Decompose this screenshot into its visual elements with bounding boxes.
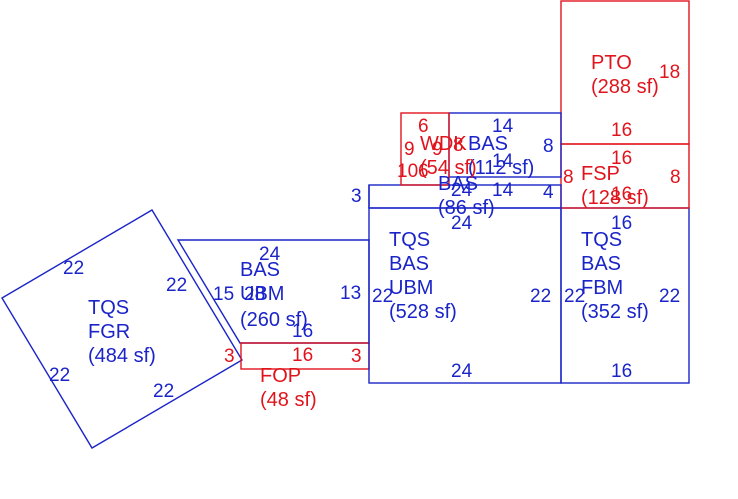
svg-text:BAS: BAS <box>240 259 280 281</box>
dim-label: 22 <box>49 365 70 386</box>
right-area-label: TQS BAS FBM (352 sf) <box>581 229 649 323</box>
svg-text:(484 sf): (484 sf) <box>88 345 156 367</box>
svg-text:BAS: BAS <box>468 133 508 155</box>
dim-label: 6 <box>418 161 429 182</box>
svg-text:(86 sf): (86 sf) <box>438 197 495 219</box>
fop-area-label: FOP (48 sf) <box>260 365 317 411</box>
dim-label: 18 <box>659 62 680 83</box>
bas-top-dimensions: 14 8 14 <box>492 116 554 172</box>
svg-text:BAS: BAS <box>581 253 621 275</box>
center-area-label: TQS BAS UBM (528 sf) <box>389 229 457 323</box>
bas-mid-area-label: BAS (86 sf) <box>438 173 495 219</box>
dim-label: 16 <box>611 148 632 169</box>
dim-label: 8 <box>543 136 554 157</box>
center-dimensions: 22 22 24 24 <box>372 213 551 382</box>
garage-area-label: TQS FGR (484 sf) <box>88 297 156 367</box>
garage-outline <box>1 209 243 449</box>
dim-label: 3 <box>351 186 362 207</box>
dim-label: 9 <box>432 139 443 160</box>
dim-label: 15 <box>213 284 234 305</box>
dim-label: 22 <box>659 286 680 307</box>
svg-text:PTO: PTO <box>591 52 632 74</box>
bas-top-area-label: BAS (112 sf) <box>468 133 534 179</box>
svg-text:(260 sf): (260 sf) <box>240 309 308 331</box>
left-wing-area-label: BAS UBM (260 sf) <box>240 259 308 331</box>
dim-label: 14 <box>492 116 514 137</box>
left-wing-dimensions: 24 15 28 16 13 <box>213 244 361 342</box>
svg-text:BAS: BAS <box>438 173 478 195</box>
bas-mid-dimensions: 14 4 3 24 <box>351 180 554 207</box>
dim-label: 3 <box>351 346 362 367</box>
dim-label: 16 <box>611 184 632 205</box>
dim-label: 22 <box>372 286 393 307</box>
dim-label: 16 <box>611 120 632 141</box>
dim-label: 8 <box>563 167 574 188</box>
dim-label: 8 <box>453 135 464 156</box>
fsp-area-label: FSP (128 sf) <box>581 163 649 209</box>
wdk-dimensions: 6 9 9 8 10 6 <box>397 116 464 182</box>
dim-label: 13 <box>340 283 361 304</box>
dim-label: 24 <box>259 244 281 265</box>
fsp-dimensions: 16 8 8 16 <box>563 148 681 205</box>
dim-label: 22 <box>564 286 585 307</box>
dim-label: 24 <box>451 361 473 382</box>
dim-label: 3 <box>224 346 235 367</box>
dim-label: 14 <box>492 151 514 172</box>
svg-text:FGR: FGR <box>88 321 130 343</box>
dim-label: 8 <box>670 167 681 188</box>
dim-label: 10 <box>397 161 418 182</box>
svg-text:TQS: TQS <box>581 229 622 251</box>
dim-label: 24 <box>451 213 473 234</box>
dim-label: 28 <box>244 284 265 305</box>
svg-text:(54 sf): (54 sf) <box>420 157 477 179</box>
dim-label: 22 <box>166 275 187 296</box>
svg-text:FSP: FSP <box>581 163 620 185</box>
dim-label: 4 <box>543 182 554 203</box>
dim-label: 22 <box>530 286 551 307</box>
dim-label: 16 <box>292 345 313 366</box>
svg-text:(112 sf): (112 sf) <box>468 157 534 179</box>
dim-label: 22 <box>63 258 84 279</box>
dim-label: 24 <box>451 180 473 201</box>
svg-text:WDK: WDK <box>420 133 467 155</box>
dim-label: 14 <box>492 180 514 201</box>
dim-label: 6 <box>418 116 429 137</box>
svg-text:BAS: BAS <box>389 253 429 275</box>
pto-dimensions: 18 16 <box>611 62 680 141</box>
garage-dimensions: 22 22 22 22 <box>49 258 187 402</box>
dim-label: 16 <box>292 321 313 342</box>
svg-text:UBM: UBM <box>389 277 433 299</box>
svg-text:(352 sf): (352 sf) <box>581 301 649 323</box>
wdk-outline <box>400 112 450 186</box>
svg-text:(48 sf): (48 sf) <box>260 389 317 411</box>
svg-text:FBM: FBM <box>581 277 623 299</box>
pto-area-label: PTO (288 sf) <box>591 52 659 98</box>
svg-text:TQS: TQS <box>389 229 430 251</box>
dim-label: 22 <box>153 381 174 402</box>
dim-label: 16 <box>611 213 632 234</box>
svg-text:TQS: TQS <box>88 297 129 319</box>
svg-text:UBM: UBM <box>240 283 284 305</box>
svg-text:(288 sf): (288 sf) <box>591 76 659 98</box>
fop-dimensions: 3 16 3 <box>224 345 362 367</box>
svg-text:FOP: FOP <box>260 365 301 387</box>
right-dimensions: 22 22 16 16 <box>564 213 680 382</box>
svg-text:(128 sf): (128 sf) <box>581 187 649 209</box>
svg-text:(528 sf): (528 sf) <box>389 301 457 323</box>
dim-label: 9 <box>404 139 415 160</box>
wdk-area-label: WDK (54 sf) <box>420 133 477 179</box>
dim-label: 16 <box>611 361 632 382</box>
